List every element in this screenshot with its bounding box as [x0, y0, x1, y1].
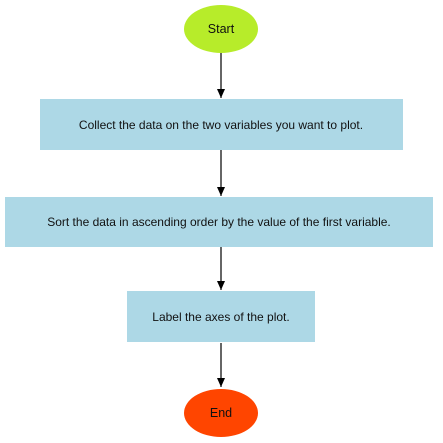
step-collect-data	[40, 99, 403, 150]
end-node	[184, 389, 258, 437]
end-node-label: End	[210, 406, 232, 420]
start-node-label: Start	[208, 22, 235, 36]
step-sort-data	[5, 197, 433, 247]
step-sort-data-label: Sort the data in ascending order by the …	[47, 215, 391, 229]
step-label-axes	[127, 291, 315, 342]
step-collect-data-label: Collect the data on the two variables yo…	[79, 118, 363, 132]
step-label-axes-label: Label the axes of the plot.	[152, 310, 289, 324]
start-node	[184, 5, 258, 53]
